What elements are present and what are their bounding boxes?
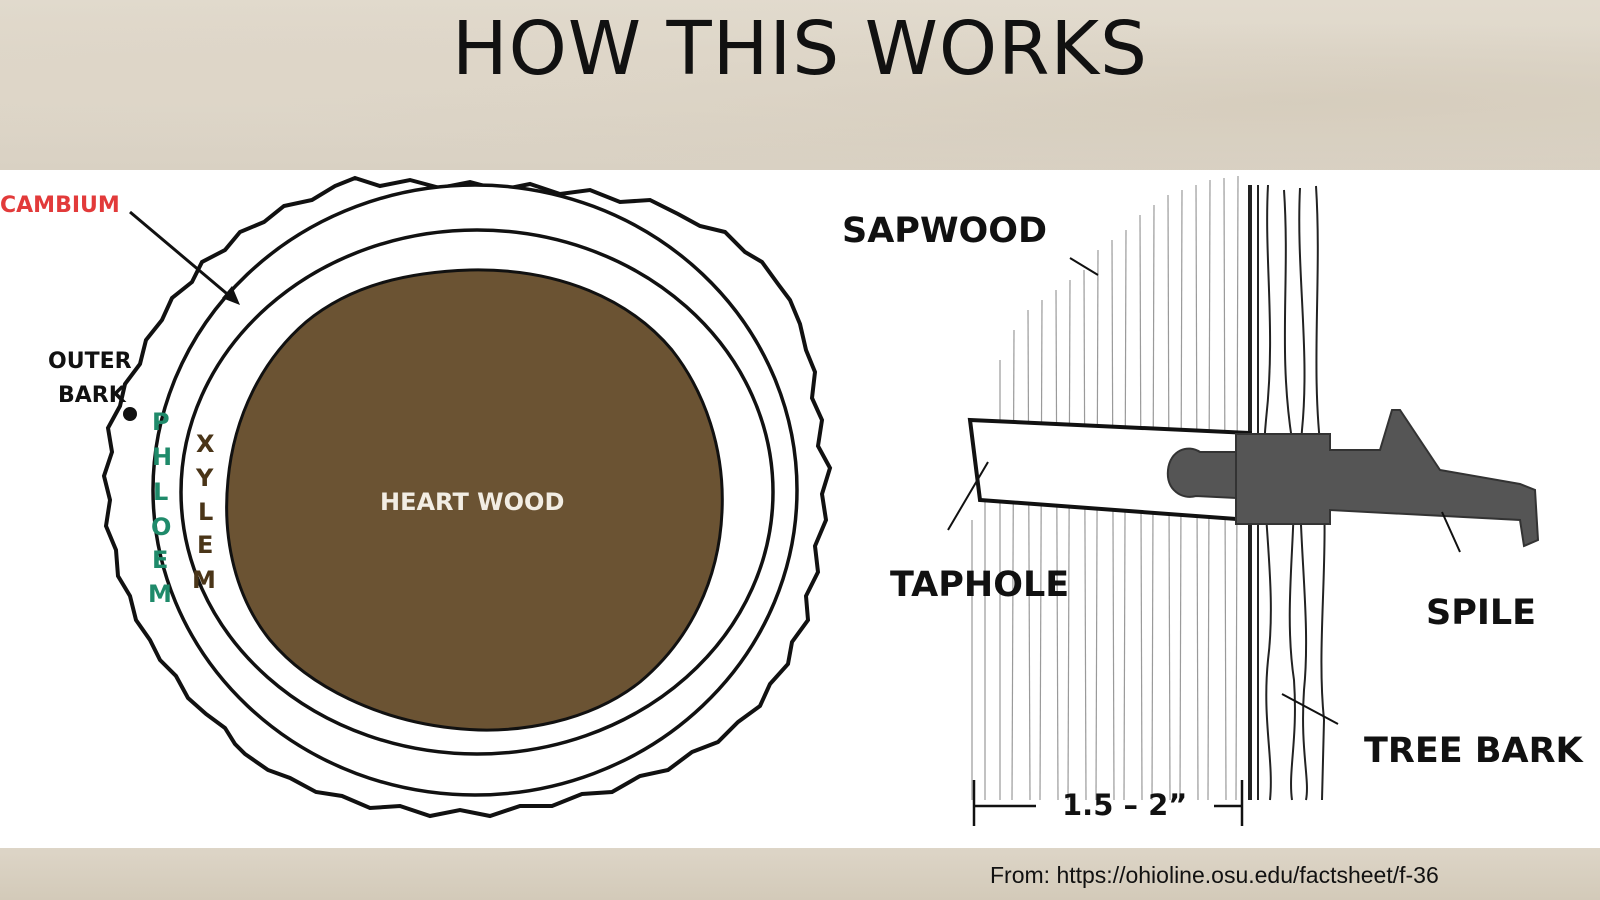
heartwood-core (225, 268, 724, 732)
outer-bark-pointer-dot (123, 407, 137, 421)
xylem-letter: M (192, 566, 216, 594)
depth-dimension (972, 780, 1244, 826)
depth-label: 1.5 – 2” (1062, 788, 1187, 822)
slide-header-background (0, 0, 1600, 170)
source-citation: From: https://ohioline.osu.edu/factsheet… (990, 862, 1439, 888)
xylem-letter: X (196, 430, 215, 458)
tree-bark-label: TREE BARK (1364, 731, 1585, 771)
slide-footer-background (0, 848, 1600, 900)
xylem-letter: E (197, 531, 213, 559)
cambium-label: CAMBIUM (0, 193, 120, 218)
heartwood-label: HEART WOOD (380, 488, 564, 516)
outer-bark-label-line1: OUTER (48, 349, 132, 374)
phloem-letter: L (153, 478, 168, 506)
xylem-letter: L (198, 498, 213, 526)
outer-bark-label-line2: BARK (58, 383, 127, 408)
taphole-label: TAPHOLE (890, 565, 1069, 605)
tree-cross-section (101, 175, 833, 819)
phloem-letter: H (152, 443, 172, 471)
cambium-arrow (129, 210, 240, 305)
phloem-label: P H L O E M (148, 408, 172, 608)
phloem-letter: E (152, 546, 168, 574)
phloem-letter: M (148, 580, 172, 608)
pointer-lines (947, 257, 1461, 725)
phloem-letter: P (152, 408, 170, 436)
sapwood-label: SAPWOOD (842, 211, 1047, 251)
xylem-label: X Y L E M (192, 430, 216, 594)
slide-title: HOW THIS WORKS (451, 6, 1149, 92)
spile-label: SPILE (1426, 593, 1536, 633)
phloem-letter: O (151, 513, 171, 541)
spile (1166, 409, 1540, 548)
xylem-letter: Y (195, 464, 214, 492)
